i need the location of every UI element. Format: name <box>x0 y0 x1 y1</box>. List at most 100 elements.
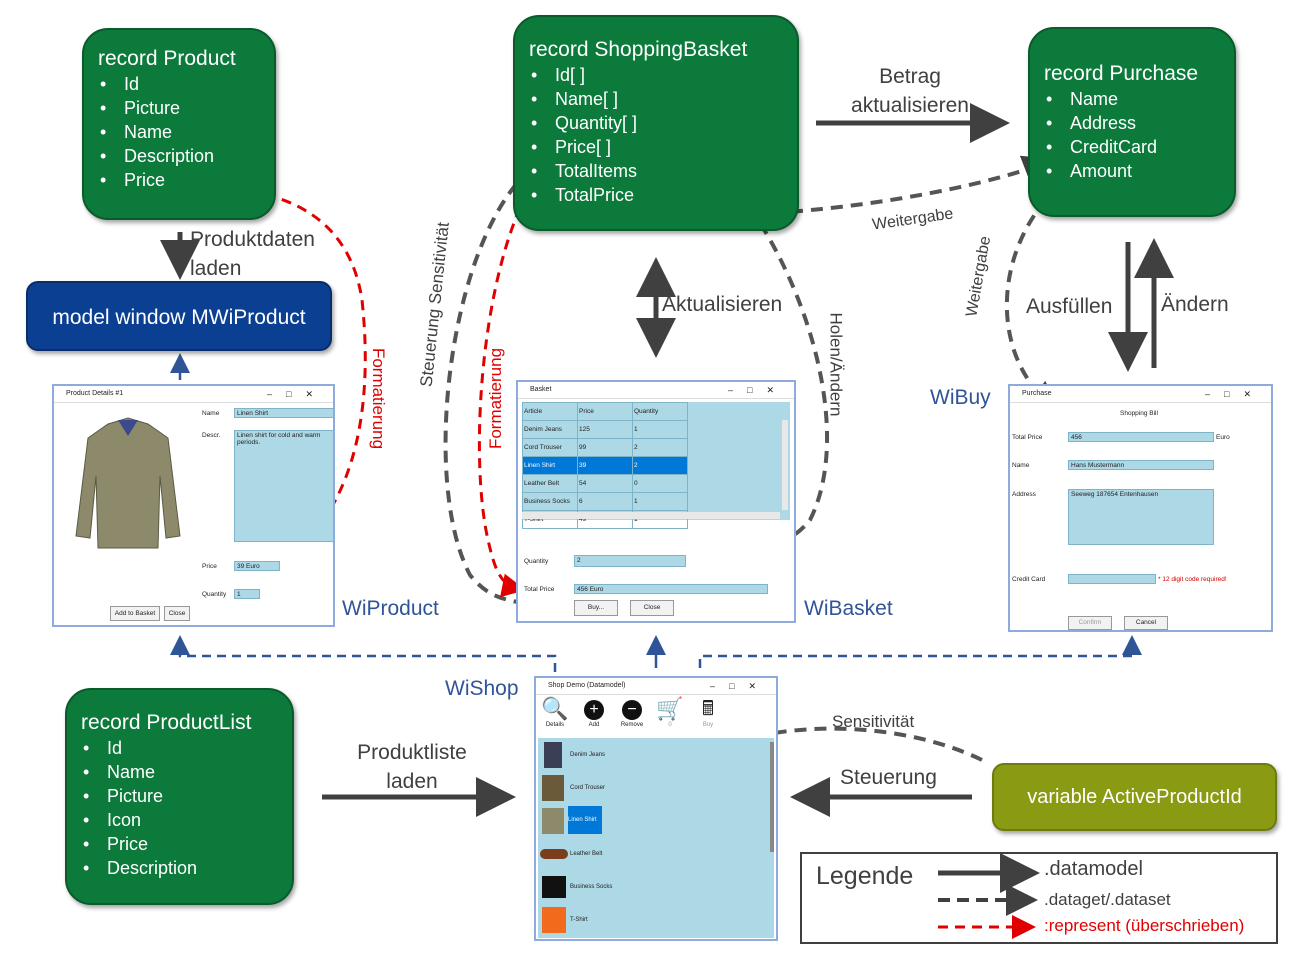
arrow-weitergabe1 <box>651 155 1056 217</box>
cash-register-icon: 🖩 <box>702 698 714 720</box>
name-wibuy: WiBuy <box>930 386 991 409</box>
label-formatierung2: Formatierung <box>486 347 506 450</box>
buy-button[interactable]: 🖩 Buy <box>690 696 726 736</box>
label-aktualisieren: Aktualisieren <box>662 293 783 316</box>
magnifier-icon: 🔍 <box>541 696 569 721</box>
horizontal-scrollbar[interactable] <box>522 512 780 519</box>
qty-field[interactable]: 1 <box>234 589 260 599</box>
field: Description <box>100 144 260 168</box>
field: TotalPrice <box>531 183 783 207</box>
label-aendern: Ändern <box>1161 293 1229 316</box>
total-label: Total Price <box>1012 434 1043 441</box>
cc-error: * 12 digit code required! <box>1158 576 1227 583</box>
titlebar: Shop Demo (Datamodel)–□✕ <box>536 678 776 695</box>
field: Price <box>83 832 278 856</box>
record-basket-title: record ShoppingBasket <box>529 38 748 61</box>
add-button[interactable]: + Add <box>578 696 610 736</box>
cc-field[interactable] <box>1068 574 1156 584</box>
cc-label: Credit Card <box>1012 576 1046 583</box>
link-shop-wibuy <box>698 635 1142 668</box>
trouser-icon <box>542 775 564 801</box>
record-product-title: record Product <box>98 47 236 70</box>
record-shoppingbasket: record ShoppingBasket Id[ ] Name[ ] Quan… <box>513 15 799 231</box>
label-betrag: Betrag aktualisieren <box>851 65 969 117</box>
column-header[interactable]: Price <box>577 402 633 421</box>
field: Price[ ] <box>531 135 783 159</box>
window-controls[interactable]: –□✕ <box>267 389 327 399</box>
shirt-icon <box>542 808 564 834</box>
confirm-button[interactable]: Confirm <box>1068 616 1112 630</box>
belt-icon <box>540 849 568 859</box>
name-wibasket: WiBasket <box>804 597 893 620</box>
label-sensitivitaet: Sensitivität <box>832 712 915 731</box>
list-item[interactable]: Cord Trouser <box>538 771 768 804</box>
window-controls[interactable]: –□✕ <box>1205 389 1265 399</box>
window-controls[interactable]: –□✕ <box>710 681 770 691</box>
field: Id <box>100 72 260 96</box>
name-field[interactable]: Linen Shirt <box>234 408 334 418</box>
toolbar: 🔍 Details + Add − Remove 🛒 0 🖩 Buy <box>538 696 774 736</box>
column-header[interactable]: Article <box>522 402 578 421</box>
column-header[interactable]: Quantity <box>632 402 688 421</box>
minus-icon: − <box>622 700 642 720</box>
jeans-icon <box>544 742 562 768</box>
titlebar: Basket–□✕ <box>518 382 794 399</box>
cancel-button[interactable]: Cancel <box>1124 616 1168 630</box>
window-wiproduct: Product Details #1–□✕ Name Linen Shirt D… <box>52 384 335 627</box>
label-ausfuellen: Ausfüllen <box>1026 295 1113 318</box>
total-field: 456 Euro <box>574 584 768 594</box>
window-controls[interactable]: –□✕ <box>728 385 788 395</box>
record-purchase-title: record Purchase <box>1044 62 1199 85</box>
record-purchase: record Purchase Name Address CreditCard … <box>1028 27 1236 217</box>
qty-stepper[interactable]: 2 <box>574 555 686 567</box>
total-field: 456 <box>1068 432 1214 442</box>
descr-field[interactable]: Linen shirt for cold and warm periods. <box>234 430 334 542</box>
address-field[interactable]: Seeweg 187654 Entenhausen <box>1068 489 1214 545</box>
vertical-scrollbar[interactable] <box>770 742 774 852</box>
list-item[interactable]: T-Shirt <box>538 903 768 936</box>
label-formatierung1: Formatierung <box>369 347 389 450</box>
label-steuerung: Steuerung <box>840 766 937 789</box>
cart-button[interactable]: 🛒 0 <box>652 696 688 736</box>
name-wishop: WiShop <box>445 677 519 700</box>
name-field[interactable]: Hans Mustermann <box>1068 460 1214 470</box>
cart-icon: 🛒 <box>656 696 684 721</box>
qty-label: Quantity <box>524 558 549 565</box>
link-shop-wiproduct <box>170 635 557 672</box>
legend-item-dataget: .dataget/.dataset <box>1044 890 1171 909</box>
socks-icon <box>542 876 566 898</box>
list-item[interactable]: Leather Belt <box>538 837 768 870</box>
price-field[interactable]: 39 Euro <box>234 561 280 571</box>
label-produktdaten: Produktdaten laden <box>190 228 315 280</box>
field: Picture <box>100 96 260 120</box>
add-to-basket-button[interactable]: Add to Basket <box>110 606 160 621</box>
name-label: Name <box>1012 462 1030 469</box>
field: Id <box>83 736 278 760</box>
total-unit: Euro <box>1216 434 1230 441</box>
vertical-scrollbar[interactable] <box>782 420 788 510</box>
field: Name <box>83 760 278 784</box>
legend-title: Legende <box>816 862 914 890</box>
details-button[interactable]: 🔍 Details <box>538 696 572 736</box>
list-item[interactable]: Business Socks <box>538 870 768 903</box>
descr-label: Descr. <box>202 432 221 439</box>
list-item[interactable]: Denim Jeans <box>538 738 768 771</box>
field: Address <box>1046 111 1220 135</box>
window-wishop: Shop Demo (Datamodel)–□✕ 🔍 Details + Add… <box>534 676 778 941</box>
remove-button[interactable]: − Remove <box>620 700 644 728</box>
titlebar: Purchase–□✕ <box>1010 386 1271 403</box>
table-header: Article Price Quantity <box>522 402 688 421</box>
close-button[interactable]: Close <box>630 600 674 616</box>
list-item-selected[interactable]: Linen Shirt <box>538 804 768 837</box>
close-button[interactable]: Close <box>164 606 190 621</box>
tshirt-icon <box>542 907 566 933</box>
price-label: Price <box>202 563 217 570</box>
buy-button[interactable]: Buy... <box>574 600 618 616</box>
field: Id[ ] <box>531 63 783 87</box>
